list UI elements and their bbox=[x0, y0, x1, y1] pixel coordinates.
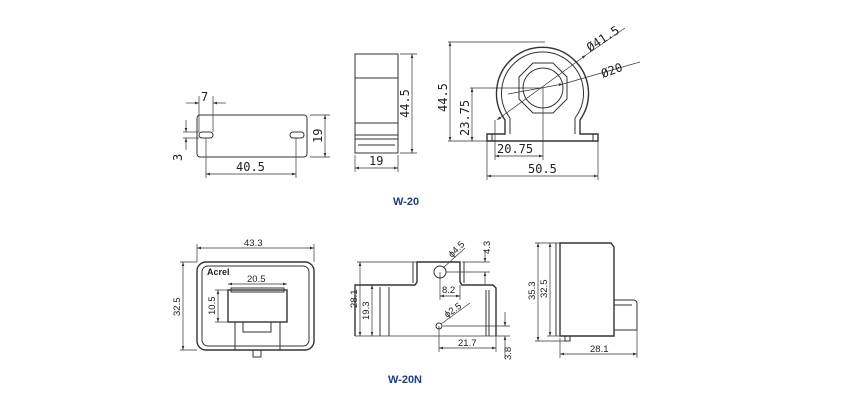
w20-front-height: 44.5 bbox=[436, 83, 450, 112]
w20-mount-view: 7 19 3 40.5 bbox=[171, 90, 330, 178]
w20n-hole-offset: 4.3 bbox=[482, 241, 493, 254]
w20n-body-height: 32.5 bbox=[539, 280, 550, 299]
w20n-hole-large: ϕ4.5 bbox=[446, 239, 467, 260]
w20n-hole-spacing: 21.7 bbox=[458, 338, 477, 349]
w20n-width: 43.3 bbox=[244, 238, 263, 249]
w20-inner-diameter: Ø20 bbox=[599, 60, 624, 81]
w20-caption: W-20 bbox=[393, 196, 419, 208]
w20n-depth: 28.1 bbox=[590, 344, 609, 355]
w20n-window-height: 10.5 bbox=[207, 297, 218, 316]
w20-front-view: 44.5 23.75 20.75 50.5 Ø41.5 Ø20 bbox=[436, 23, 641, 180]
w20-side-view: 44.5 19 bbox=[354, 53, 417, 172]
w20-outer-diameter: Ø41.5 bbox=[584, 23, 622, 54]
w20-hole-spacing: 40.5 bbox=[236, 160, 265, 174]
w20n-window-width: 20.5 bbox=[247, 274, 266, 285]
w20n-hole-small: ϕ2.5 bbox=[442, 301, 463, 321]
w20n-caption: W-20N bbox=[388, 374, 422, 386]
w20-side-height: 44.5 bbox=[398, 89, 412, 118]
w20n-pin-offset: 3.8 bbox=[503, 347, 514, 360]
w20n-side-view: 35.3 32.5 28.1 bbox=[527, 242, 638, 358]
w20n-slot-width: 8.2 bbox=[442, 285, 455, 296]
w20-base-width: 50.5 bbox=[528, 162, 557, 176]
w20-mount-height: 19 bbox=[311, 129, 325, 143]
w20-slot-offset: 3 bbox=[171, 154, 185, 161]
w20n-bottom-view: 28.1 19.3 8.2 ϕ4.5 4.3 ϕ2.5 21.7 3.8 bbox=[349, 239, 514, 360]
w20n-bottom-height: 28.1 bbox=[349, 290, 360, 309]
w20n-height: 32.5 bbox=[172, 298, 183, 317]
w20-center-height: 23.75 bbox=[458, 100, 472, 136]
acrel-logo: Acrel bbox=[207, 267, 230, 277]
w20n-inner-height: 19.3 bbox=[361, 302, 372, 321]
w20n-total-height: 35.3 bbox=[527, 282, 538, 301]
w20-center-offset: 20.75 bbox=[497, 142, 533, 156]
w20-side-width: 19 bbox=[369, 154, 383, 168]
w20n-front-view: Acrel 43.3 32.5 20.5 10.5 bbox=[172, 238, 315, 358]
w20-slot-width: 7 bbox=[201, 90, 208, 104]
